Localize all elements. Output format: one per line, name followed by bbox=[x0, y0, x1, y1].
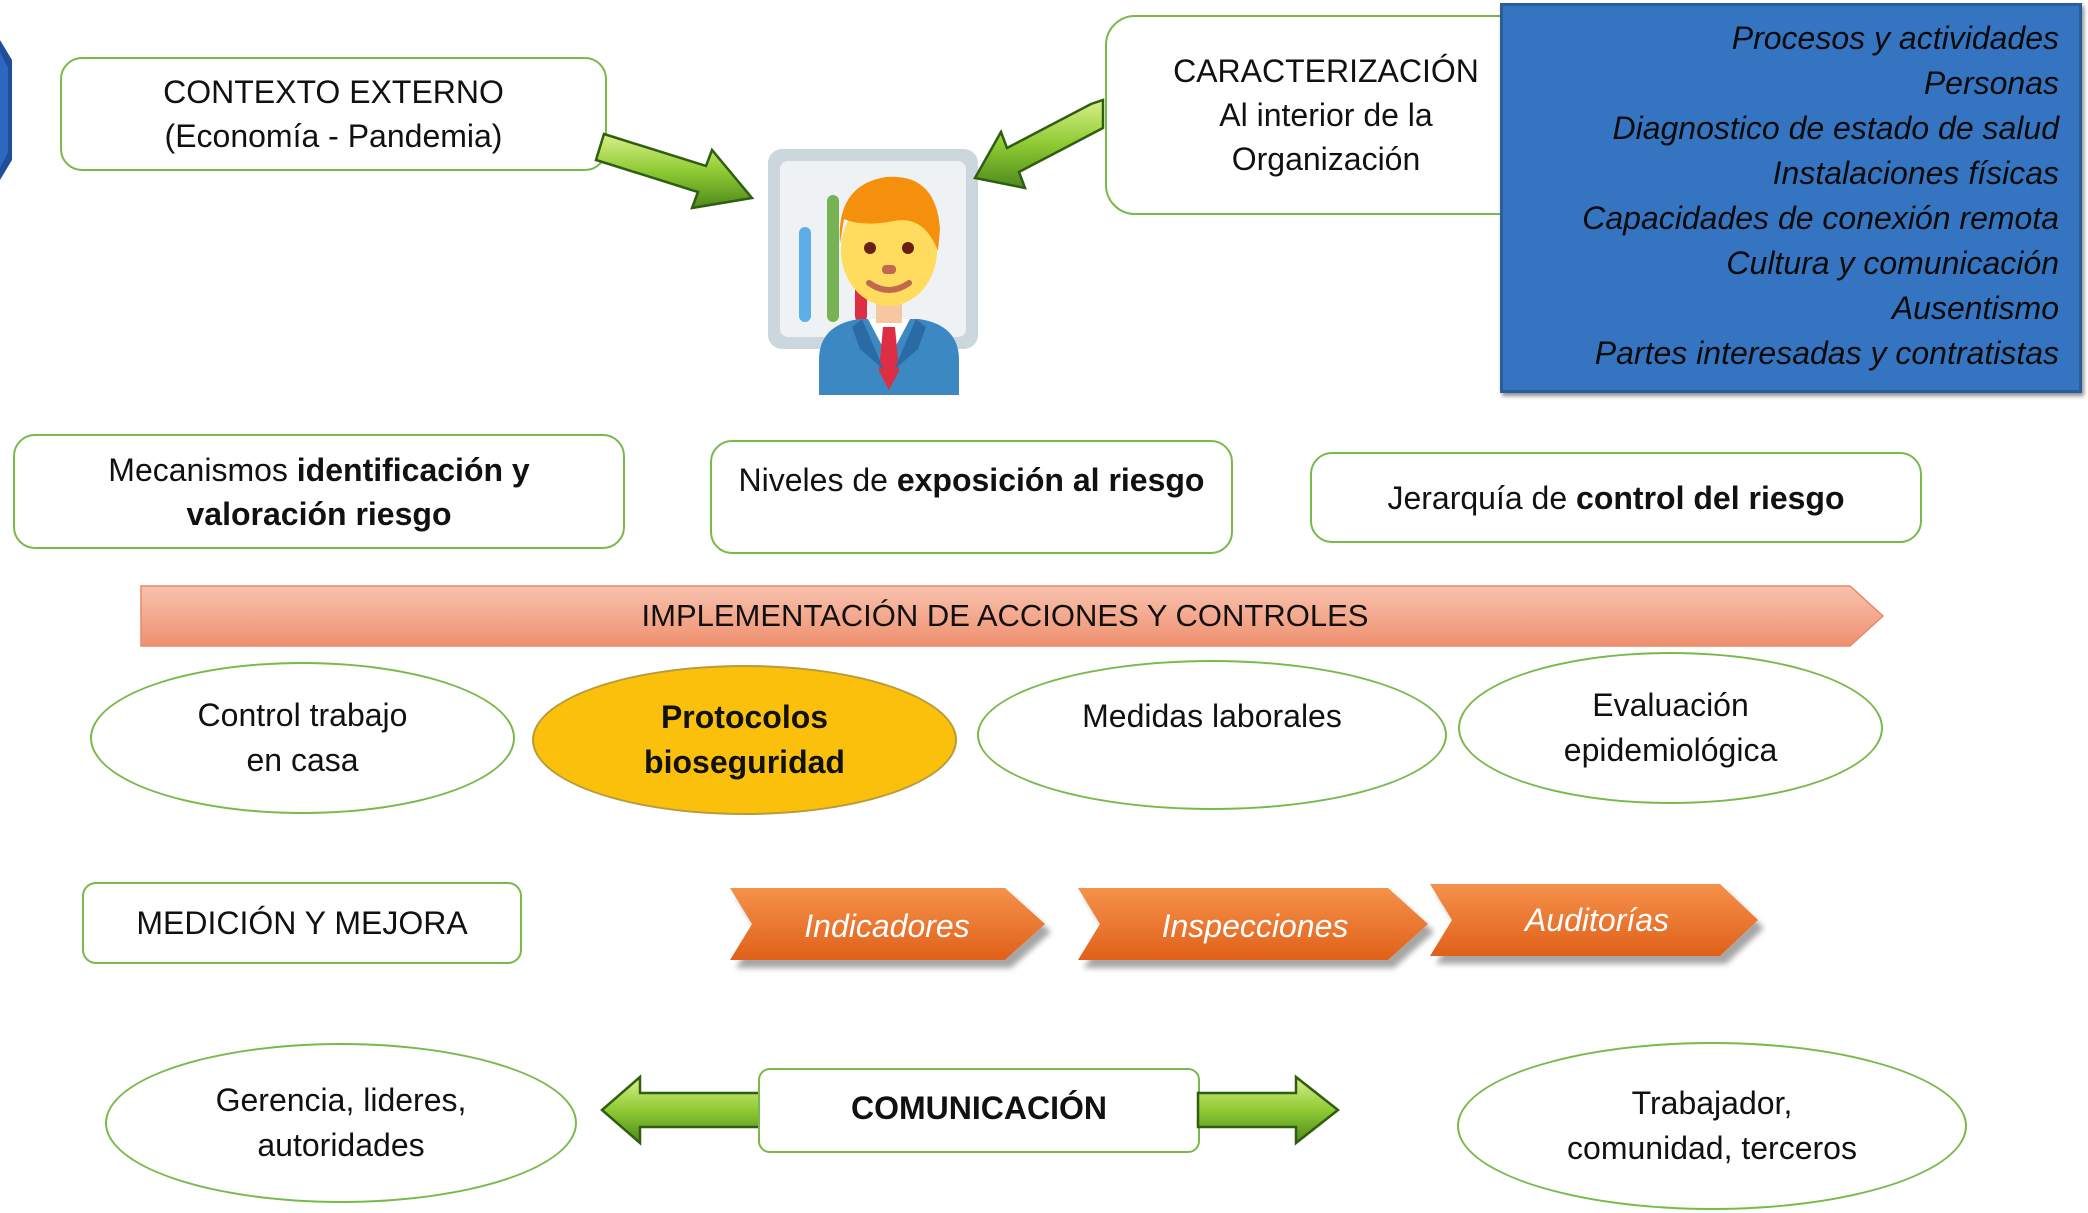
measurement-title: MEDICIÓN Y MEJORA bbox=[136, 905, 468, 941]
external-context-box: CONTEXTO EXTERNO (Economía - Pandemia) bbox=[60, 57, 607, 171]
chevron-indicators bbox=[730, 888, 1045, 960]
measurement-chevrons bbox=[730, 884, 1758, 960]
implementation-oval-biosafety: Protocolos bioseguridad bbox=[532, 665, 957, 815]
characterization-box: CARACTERIZACIÓN Al interior de la Organi… bbox=[1105, 15, 1547, 215]
characterization-item: Personas bbox=[1923, 65, 2059, 101]
implementation-oval-line1: Protocolos bbox=[660, 699, 829, 735]
implementation-oval-line2: epidemiológica bbox=[1563, 732, 1778, 768]
communication-left-line2: autoridades bbox=[257, 1127, 425, 1163]
external-context-subtitle: (Economía - Pandemia) bbox=[164, 118, 503, 154]
characterization-item: Diagnostico de estado de salud bbox=[1612, 110, 2059, 146]
characterization-item: Partes interesadas y contratistas bbox=[1594, 335, 2059, 371]
communication-title: COMUNICACIÓN bbox=[851, 1090, 1107, 1126]
communication-box: COMUNICACIÓN bbox=[758, 1068, 1200, 1153]
implementation-banner-label: IMPLEMENTACIÓN DE ACCIONES Y CONTROLES bbox=[641, 598, 1369, 633]
measurement-step-label: Indicadores bbox=[804, 907, 970, 944]
measurement-step-label: Inspecciones bbox=[1161, 907, 1349, 944]
chevron-inspections bbox=[1078, 888, 1428, 960]
risk-identification-prefix: Mecanismos bbox=[108, 451, 297, 488]
communication-right-line2: comunidad, terceros bbox=[1567, 1130, 1857, 1166]
implementation-oval-line1: Medidas laborales bbox=[1082, 698, 1342, 734]
risk-identification-box: Mecanismos identificación y valoración r… bbox=[13, 434, 625, 549]
characterization-items-panel: Procesos y actividades Personas Diagnost… bbox=[1500, 3, 2082, 393]
characterization-title: CARACTERIZACIÓN bbox=[1173, 53, 1479, 89]
implementation-oval-line1: Control trabajo bbox=[197, 697, 408, 733]
characterization-line2: Al interior de la bbox=[1219, 97, 1433, 133]
communication-right-oval: Trabajador, comunidad, terceros bbox=[1457, 1042, 1967, 1210]
arrow-external-to-analyst bbox=[594, 132, 755, 210]
risk-exposure-prefix: Niveles de bbox=[738, 462, 897, 498]
risk-identification-bold1: identificación y bbox=[296, 451, 530, 488]
analyst-person-icon bbox=[768, 149, 978, 395]
measurement-step-label: Auditorías bbox=[1524, 901, 1670, 938]
risk-hierarchy-bold: control del riesgo bbox=[1576, 479, 1845, 516]
implementation-oval-line2: bioseguridad bbox=[644, 744, 845, 780]
characterization-item: Instalaciones físicas bbox=[1772, 155, 2059, 191]
communication-arrow-right bbox=[1196, 1074, 1341, 1146]
communication-left-line1: Gerencia, lideres, bbox=[215, 1082, 467, 1118]
implementation-band-shape bbox=[140, 585, 1885, 647]
external-context-title: CONTEXTO EXTERNO bbox=[163, 74, 504, 110]
communication-left-oval: Gerencia, lideres, autoridades bbox=[105, 1043, 577, 1203]
measurement-box: MEDICIÓN Y MEJORA bbox=[82, 882, 522, 964]
chevron-audits bbox=[1430, 884, 1758, 956]
communication-right-line1: Trabajador, bbox=[1631, 1085, 1793, 1121]
characterization-item: Ausentismo bbox=[1891, 290, 2059, 326]
implementation-oval-line2: en casa bbox=[246, 742, 359, 778]
implementation-oval-home-work: Control trabajo en casa bbox=[90, 662, 515, 814]
risk-hierarchy-prefix: Jerarquía de bbox=[1387, 479, 1577, 516]
characterization-item: Capacidades de conexión remota bbox=[1582, 200, 2059, 236]
implementation-oval-labor-measures: Medidas laborales bbox=[977, 660, 1447, 810]
implementation-oval-line1: Evaluación bbox=[1592, 687, 1749, 723]
arrow-characterization-to-analyst bbox=[973, 98, 1105, 190]
implementation-oval-epidemiological: Evaluación epidemiológica bbox=[1458, 652, 1883, 804]
characterization-item: Cultura y comunicación bbox=[1726, 245, 2059, 281]
characterization-line3: Organización bbox=[1231, 141, 1421, 177]
left-edge-chevron-shape bbox=[0, 40, 12, 180]
characterization-item: Procesos y actividades bbox=[1731, 20, 2059, 56]
risk-hierarchy-box: Jerarquía de control del riesgo bbox=[1310, 452, 1922, 543]
risk-exposure-box: Niveles de exposición al riesgo bbox=[710, 440, 1233, 554]
risk-exposure-bold: exposición al riesgo bbox=[896, 462, 1205, 498]
risk-identification-bold2: valoración riesgo bbox=[186, 495, 452, 532]
communication-arrow-left bbox=[600, 1074, 762, 1146]
